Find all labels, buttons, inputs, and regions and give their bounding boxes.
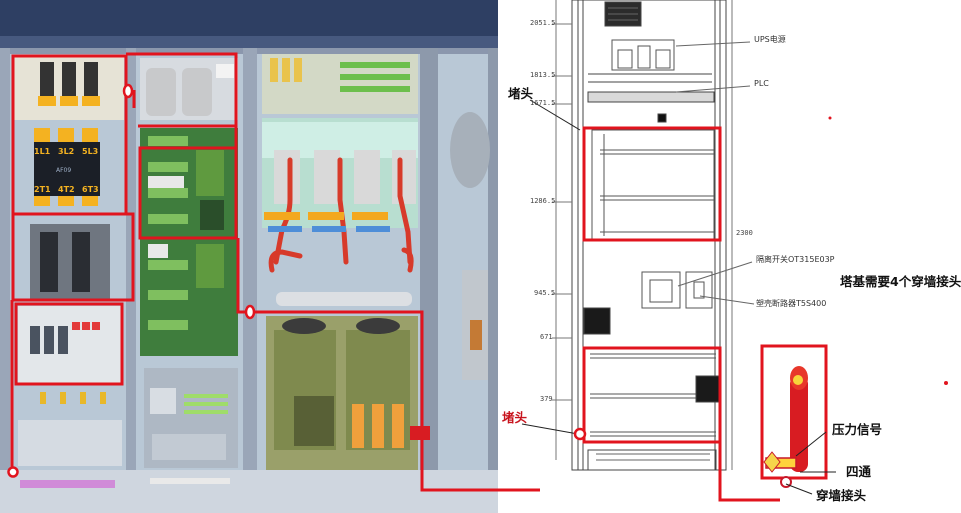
component-label-plc: PLC: [754, 79, 769, 88]
callout-wall-joint: 穿墙接头: [816, 488, 867, 503]
red-dot: [944, 381, 948, 385]
left-red-highlight-boxes: [10, 52, 540, 492]
contactor-terminal: 6T3: [82, 185, 99, 194]
callout-pressure-signal: 压力信号: [832, 422, 883, 437]
dimension-mark: 945.5: [534, 289, 556, 297]
red-terminal-block: [410, 426, 430, 440]
cabinet-2d-drawing: [552, 0, 755, 471]
dimension-mark: 2300: [736, 229, 753, 237]
callout-four-way: 四通: [846, 464, 872, 479]
cabinet-3d-render: [0, 0, 498, 513]
callout-tower-head-bottom: 堵头: [502, 410, 528, 425]
red-dot: [828, 116, 832, 120]
fire-extinguisher-cylinder: [763, 366, 808, 488]
left-red-markers: [7, 83, 256, 478]
right-red-highlight-boxes: [582, 126, 828, 502]
component-label-ups: UPS电源: [754, 35, 786, 44]
contactor-terminal: 2T1: [34, 185, 51, 194]
component-label-breaker: 塑壳断路器T5S400: [756, 299, 827, 308]
dimension-mark: 1671.5: [530, 99, 556, 107]
red-joint-markers: [573, 427, 587, 441]
dimension-mark: 1813.5: [530, 71, 556, 79]
contactor-brand: AF09: [56, 167, 72, 174]
dimension-mark: 1286.5: [530, 197, 556, 205]
contactor-terminal: 5L3: [82, 147, 99, 156]
dimension-mark: 379: [540, 395, 553, 403]
dimension-mark: 671: [540, 333, 553, 341]
dimension-mark: 2051.5: [530, 19, 556, 27]
callout-tower-base-note: 塔基需要4个穿墙接头: [840, 274, 961, 289]
component-label-switch: 隔离开关OT315E03P: [756, 255, 835, 264]
contactor-terminal: 1L1: [34, 147, 51, 156]
callout-leaders: [521, 99, 836, 495]
callout-tower-head-top: 堵头: [508, 86, 534, 101]
contactor-terminal: 4T2: [58, 185, 75, 194]
contactor-terminal: 3L2: [58, 147, 75, 156]
